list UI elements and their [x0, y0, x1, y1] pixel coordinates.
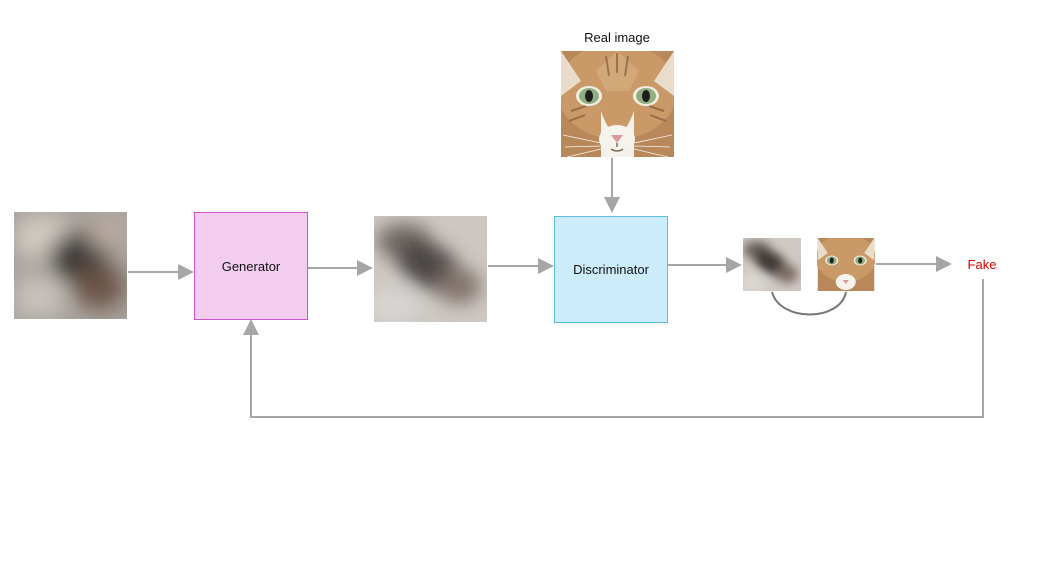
generator-label: Generator [221, 258, 281, 274]
noise-image [14, 212, 127, 319]
compare-generated-image [743, 238, 801, 291]
generated-image [374, 216, 487, 322]
fake-label: Fake [967, 257, 997, 272]
discriminator-label: Discriminator [573, 262, 649, 277]
comparison-arc [771, 291, 847, 316]
real-cat-image [561, 51, 674, 157]
compare-cat-image [817, 238, 875, 291]
real-image-label: Real image [584, 30, 650, 45]
discriminator-box: Discriminator [554, 216, 668, 323]
feedback-loop [243, 279, 984, 418]
generator-box: Generator [194, 212, 308, 320]
